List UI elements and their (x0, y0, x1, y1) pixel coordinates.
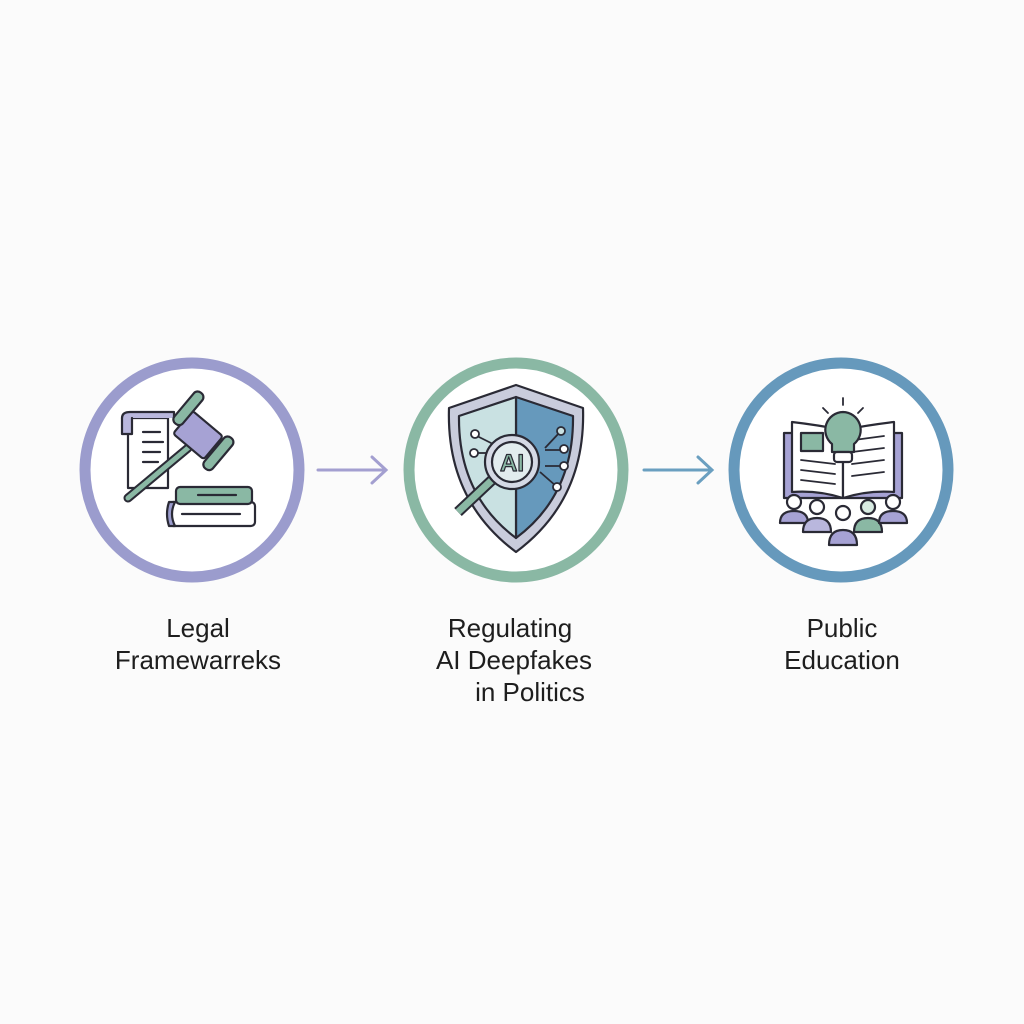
label-line: Public (806, 613, 878, 643)
ai-badge: AI (500, 450, 524, 477)
label-line: Legal (166, 613, 230, 643)
label-line: Regulating (447, 613, 573, 643)
step-label-legal-frameworks: Legal Framewarreks (68, 612, 328, 676)
gavel-scroll-books-icon (120, 390, 257, 528)
book-lightbulb-people-icon (778, 397, 909, 547)
step-label-regulating-ai-deepfakes: Regulating AI Deepfakes in Politics (388, 612, 648, 708)
shield-ai-magnifier-icon: AI (447, 383, 585, 554)
arrow-right-icon (316, 455, 389, 485)
label-line: Framewarreks (114, 645, 282, 675)
label-line: Education (784, 645, 900, 675)
label-line: in Politics (475, 677, 585, 707)
arrow-right-icon (642, 455, 715, 485)
step-label-public-education: Public Education (712, 612, 972, 676)
label-line: AI Deepfakes (435, 645, 593, 675)
